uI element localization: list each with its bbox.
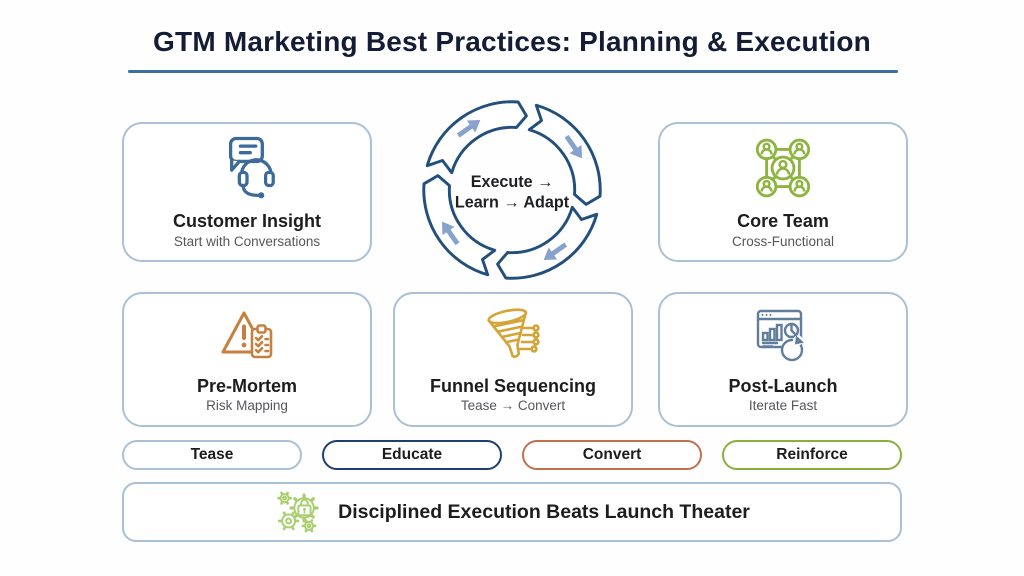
stage-pill-educate: Educate bbox=[322, 440, 502, 470]
card-title: Post-Launch bbox=[728, 375, 838, 396]
stage-pill-label: Reinforce bbox=[776, 446, 848, 463]
card-subtitle: Risk Mapping bbox=[206, 398, 288, 414]
dashboard-refresh-icon bbox=[756, 309, 804, 361]
card-title: Core Team bbox=[737, 211, 829, 232]
cycle-text-line2: Learn → Adapt bbox=[455, 194, 570, 212]
card-title: Pre-Mortem bbox=[196, 375, 298, 396]
cycle-text-line1: Execute → bbox=[471, 173, 554, 191]
card-title: Customer Insight bbox=[172, 211, 321, 232]
card-post-launch: Post-Launch Iterate Fast bbox=[658, 292, 908, 427]
card-subtitle: Cross-Functional bbox=[731, 233, 835, 249]
footer-text: Disciplined Execution Beats Launch Theat… bbox=[338, 500, 750, 523]
card-subtitle: Iterate Fast bbox=[748, 398, 818, 414]
page-title: GTM Marketing Best Practices: Planning &… bbox=[153, 26, 871, 57]
execute-learn-adapt-cycle: Execute → Learn → Adapt bbox=[414, 92, 610, 288]
card-subtitle: Start with Conversations bbox=[173, 233, 321, 249]
stage-pill-convert: Convert bbox=[522, 440, 702, 470]
chat-headset-icon bbox=[228, 137, 275, 199]
card-core-team: Core Team Cross-Functional bbox=[658, 122, 908, 262]
funnel-icon bbox=[487, 308, 540, 358]
card-subtitle: Tease → Convert bbox=[460, 398, 566, 414]
stage-pill-label: Educate bbox=[381, 446, 443, 463]
footer-banner: Disciplined Execution Beats Launch Theat… bbox=[122, 482, 902, 542]
card-customer-insight: Customer Insight Start with Conversation… bbox=[122, 122, 372, 262]
warning-checklist-icon bbox=[221, 311, 273, 359]
stage-pill-tease: Tease bbox=[122, 440, 302, 470]
cycle-arrows-icon: Execute → Learn → Adapt bbox=[422, 100, 602, 280]
title-underline bbox=[128, 70, 898, 73]
card-title: Funnel Sequencing bbox=[429, 375, 596, 396]
stage-pill-label: Convert bbox=[582, 446, 642, 463]
card-pre-mortem: Pre-Mortem Risk Mapping bbox=[122, 292, 372, 427]
gears-lock-icon bbox=[277, 491, 319, 533]
stage-pill-reinforce: Reinforce bbox=[722, 440, 902, 470]
card-funnel-sequencing: Funnel Sequencing Tease → Convert bbox=[393, 292, 633, 427]
stage-pill-label: Tease bbox=[190, 446, 234, 463]
team-network-icon bbox=[755, 138, 811, 198]
